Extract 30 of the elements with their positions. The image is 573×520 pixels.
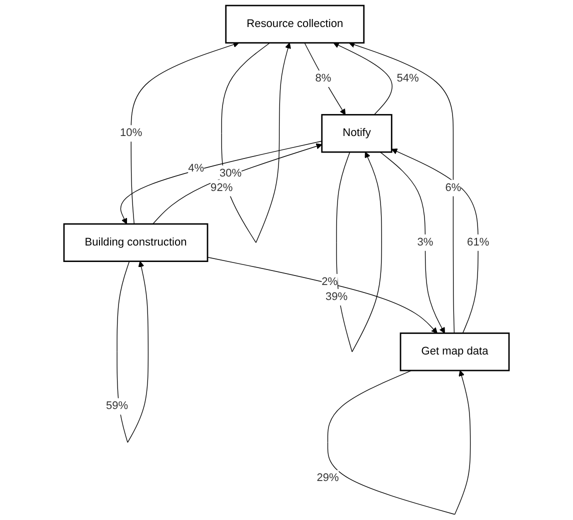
arrow [304, 42, 346, 116]
edge-label: 92% [210, 182, 233, 194]
edge-label: 61% [467, 236, 490, 248]
node-box: Notify [321, 114, 392, 153]
arrow [207, 256, 438, 334]
arrow [380, 152, 445, 334]
arrow [221, 42, 291, 243]
arrow [333, 42, 392, 116]
arrow [336, 152, 382, 352]
edge-label: 54% [396, 72, 419, 84]
edge-label: 39% [325, 291, 348, 303]
node-box: Building construction [63, 223, 208, 262]
arrow [130, 42, 240, 224]
arrow [391, 148, 478, 334]
arrow [152, 143, 322, 224]
node-box: Resource collection [225, 4, 365, 44]
edge-label: 59% [106, 400, 128, 412]
edge-label: 2% [322, 276, 338, 288]
edge-label: 6% [445, 182, 462, 194]
arrow [120, 140, 322, 224]
arrow [327, 370, 471, 515]
edge-label: 8% [315, 72, 332, 84]
node-box: Get map data [400, 332, 510, 372]
arrow [116, 260, 149, 443]
edge-label: 29% [316, 472, 339, 484]
edge-label: 3% [417, 236, 434, 248]
edge-label: 4% [188, 162, 204, 174]
edge-label: 30% [220, 167, 242, 180]
edge-label: 10% [120, 127, 142, 139]
arrow [348, 42, 455, 334]
